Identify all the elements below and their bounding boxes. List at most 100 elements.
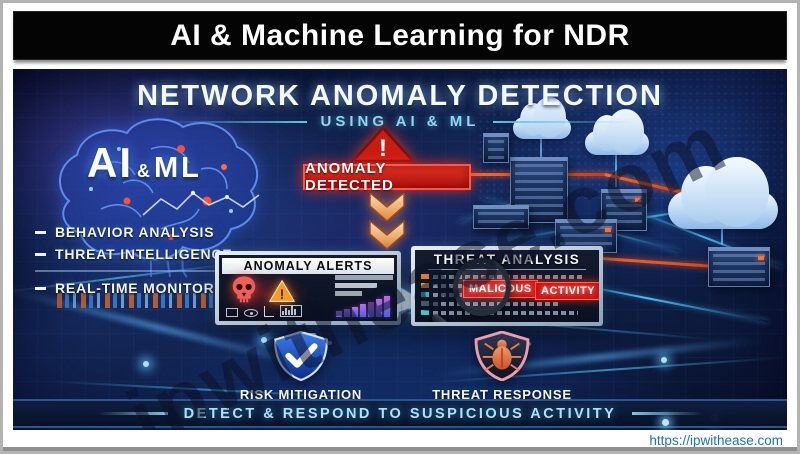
- brain-label-ai: AI: [87, 139, 133, 186]
- server-slots: [713, 254, 765, 283]
- feature-list: BEHAVIOR ANALYSIS THREAT INTELLIGENCE RE…: [35, 224, 242, 302]
- ai-brain-illustration: AI & ML: [31, 109, 275, 279]
- bullet-dash: [35, 252, 46, 256]
- activity-tag: ACTIVITY: [535, 282, 599, 300]
- sparkline-icon: [142, 190, 260, 216]
- chart-bar: [336, 311, 342, 317]
- cloud-icon: [668, 156, 778, 229]
- bullet-dash: [35, 286, 46, 290]
- threat-analysis-title: THREAT ANALYSIS: [433, 252, 581, 267]
- skull-icon: [232, 276, 256, 303]
- cloud-icon: [513, 97, 571, 139]
- glow-dot: [261, 337, 267, 343]
- log-lines: [335, 275, 393, 299]
- chart-bar: [368, 302, 374, 317]
- list-item: THREAT INTELLIGENCE: [35, 246, 242, 262]
- threat-response-badge: THREAT RESPONSE: [421, 330, 583, 402]
- cloud-icon: [585, 109, 649, 155]
- header-bar: AI & Machine Learning for NDR: [13, 11, 787, 60]
- list-item: REAL-TIME MONITORING: [35, 280, 242, 296]
- chart-bar: [352, 307, 358, 317]
- frame-bottom-edge: [3, 447, 797, 451]
- risk-mitigation-label: RISK MITIGATION: [239, 387, 363, 402]
- alert-warning-exclamation: !: [280, 287, 285, 302]
- log-line: [335, 283, 377, 288]
- banner-dash-left: [97, 412, 168, 415]
- anomaly-detected-label: ANOMALY DETECTED: [305, 160, 394, 194]
- cloud-link-line: [540, 139, 542, 157]
- threat-response-label: THREAT RESPONSE: [432, 387, 572, 402]
- alert-warning-icon: !: [269, 280, 295, 302]
- subtitle-line-left: [166, 120, 307, 123]
- subtitle-line-right: [493, 120, 634, 123]
- chart-bar: [376, 299, 382, 317]
- bar-chart-icon: [336, 296, 390, 317]
- threat-analysis-screen: THREAT ANALYSIS: [415, 250, 599, 322]
- monitor-icon: [226, 308, 238, 317]
- log-line: [335, 275, 393, 280]
- bullet-dash: [35, 230, 46, 234]
- brain-label: AI & ML: [87, 139, 202, 187]
- server-icon: [473, 205, 529, 229]
- anomaly-alerts-panel: ANOMALY ALERTS !: [215, 251, 401, 325]
- server-icon: [483, 133, 509, 163]
- row-chip: [421, 274, 429, 279]
- chart-bar: [384, 296, 390, 317]
- divider: [427, 269, 587, 270]
- magnifying-glass-icon: [453, 258, 511, 316]
- eye-icon: [244, 309, 258, 317]
- glow-dot: [662, 419, 669, 426]
- server-icon: [510, 157, 568, 223]
- risk-mitigation-badge: RISK MITIGATION: [225, 330, 377, 402]
- glow-dot: [143, 361, 149, 367]
- down-arrows-icon: [369, 193, 405, 250]
- hero-title: NETWORK ANOMALY DETECTION: [137, 80, 663, 112]
- threat-analysis-panel: THREAT ANALYSIS: [411, 246, 603, 326]
- feature-label: BEHAVIOR ANALYSIS: [55, 224, 215, 240]
- divider: [35, 270, 231, 272]
- infographic-canvas: ipwithease.com NETWORK ANOMALY DETECTION…: [13, 69, 787, 430]
- server-icon: [708, 247, 770, 287]
- row-text-line: [433, 310, 578, 315]
- brain-label-ml: ML: [154, 152, 202, 184]
- analysis-row: [421, 301, 593, 306]
- server-slots: [488, 140, 504, 159]
- page-title: AI & Machine Learning for NDR: [170, 18, 630, 52]
- brain-label-amp: &: [137, 161, 150, 181]
- server-led: [758, 256, 764, 260]
- row-chip: [421, 310, 429, 315]
- brain-icon: [58, 118, 259, 278]
- glow-dot: [661, 357, 667, 363]
- feature-label: THREAT INTELLIGENCE: [55, 246, 233, 262]
- spectrum-bars: [57, 293, 217, 308]
- server-led: [605, 228, 611, 232]
- warning-triangle-icon: !: [351, 126, 415, 163]
- row-chip: [421, 301, 429, 306]
- cloud-link-line: [721, 227, 723, 245]
- banner-text: DETECT & RESPOND TO SUSPICIOUS ACTIVITY: [183, 405, 617, 422]
- server-slots: [560, 226, 612, 249]
- hero-subtitle-row: USING AI & ML: [13, 113, 787, 130]
- anomaly-alerts-title: ANOMALY ALERTS: [222, 258, 394, 274]
- server-led: [635, 198, 641, 202]
- row-chip: [421, 283, 429, 288]
- cloud-link-line: [615, 153, 617, 187]
- analysis-row: [421, 310, 593, 315]
- server-slots: [478, 212, 524, 225]
- bottom-banner: DETECT & RESPOND TO SUSPICIOUS ACTIVITY: [13, 399, 787, 428]
- banner-dash-right: [632, 412, 703, 415]
- feature-label: REAL-TIME MONITORING: [55, 280, 242, 296]
- axis-icon: [264, 306, 274, 317]
- shield-check-icon: [273, 330, 329, 382]
- log-line: [335, 291, 362, 296]
- anomaly-alerts-screen: ANOMALY ALERTS !: [219, 255, 397, 321]
- shield-bug-icon: [474, 330, 530, 382]
- status-icons-row: [226, 305, 302, 317]
- warning-exclamation: !: [379, 135, 387, 162]
- anomaly-detected-banner: ANOMALY DETECTED: [303, 160, 471, 194]
- hero-subtitle: USING AI & ML: [320, 113, 480, 130]
- chart-bar: [360, 304, 366, 317]
- footer-website-link[interactable]: https://ipwithease.com: [649, 433, 783, 448]
- list-item: BEHAVIOR ANALYSIS: [35, 224, 242, 240]
